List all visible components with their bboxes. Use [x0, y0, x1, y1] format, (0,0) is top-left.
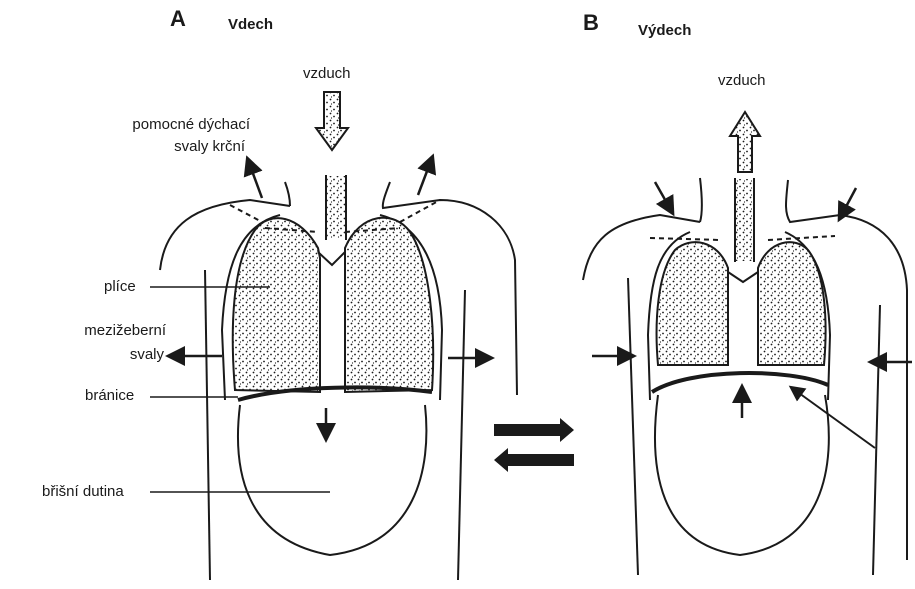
label-diaphragm: bránice [85, 387, 134, 405]
panel-a-title: Vdech [228, 16, 273, 34]
label-abdominal-cavity: břišní dutina [42, 483, 124, 501]
air-out-arrow [730, 112, 760, 172]
panel-b-letter: B [583, 14, 599, 32]
label-intercostal-1: mezižeberní [20, 322, 166, 340]
arrow-forward [494, 418, 574, 442]
arrow-abdominal-b [792, 388, 875, 448]
diaphragm-b [652, 373, 828, 392]
label-air-in: vzduch [303, 65, 351, 83]
label-intercostal-2: svaly [20, 346, 164, 364]
panel-b-exhale [583, 112, 912, 575]
air-in-arrow [316, 92, 348, 150]
abdomen-a [238, 405, 426, 555]
label-lungs: plíce [104, 278, 136, 296]
arrow-neck-left-b [655, 182, 672, 212]
arrow-neck-right-a [418, 158, 432, 195]
panel-a-inhale [150, 92, 517, 580]
label-accessory-muscles-1: pomocné dýchací [40, 116, 250, 134]
label-air-out: vzduch [718, 72, 766, 90]
abdomen-b [655, 395, 829, 555]
arrow-back [494, 448, 574, 472]
equilibrium-arrows [494, 418, 574, 472]
left-lung-b [657, 242, 728, 365]
panel-b-title: Výdech [638, 22, 691, 40]
panel-a-letter: A [170, 10, 186, 28]
arrow-neck-right-b [840, 188, 856, 218]
left-lung-a [233, 218, 320, 392]
arrow-neck-left-a [248, 160, 262, 198]
label-accessory-muscles-2: svaly krční [40, 138, 245, 156]
